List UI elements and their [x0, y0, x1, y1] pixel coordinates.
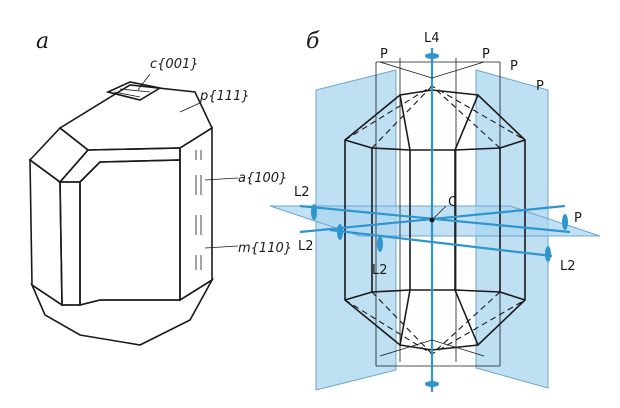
axis-l2-marker-1: [311, 204, 317, 220]
panel-a: a c{001} p{111} a{100}: [28, 29, 292, 346]
label-face-p: p{111}: [199, 89, 250, 104]
leader-m: [204, 245, 239, 249]
label-l2-right: L2: [560, 259, 576, 274]
label-plane-p4: P: [536, 79, 544, 94]
leader-c: [137, 73, 151, 91]
face-p-front-band: [58, 147, 181, 183]
face-a-left: [29, 158, 63, 307]
label-plane-p1: P: [380, 47, 388, 62]
face-a-right-marks: [195, 150, 202, 270]
leader-a: [204, 177, 239, 181]
axis-l4-top-marker: [425, 53, 439, 59]
panel-a-letter: a: [36, 29, 49, 54]
label-plane-p-right: P: [574, 211, 582, 226]
axis-l2-marker-2: [337, 224, 343, 240]
label-plane-p3: P: [510, 59, 518, 74]
panel-b: б: [269, 29, 601, 392]
leader-p: [179, 102, 201, 113]
label-l2-mid: L2: [372, 263, 388, 278]
mirror-plane-edges-horizontal: [376, 61, 500, 367]
label-face-c: c{001}: [150, 57, 199, 72]
pyramid-faces-bottom: [30, 277, 215, 346]
crystal-side-edges: [371, 148, 501, 292]
leader-center: [433, 205, 447, 219]
axis-l2-marker-3: [377, 236, 383, 252]
label-l2-left-bottom: L2: [298, 239, 314, 254]
center-point: [429, 217, 435, 223]
label-face-m: m{110}: [238, 241, 292, 256]
face-c-striations: [113, 88, 151, 98]
crystal-drawing-a: [28, 81, 215, 346]
axis-l2-marker-4: [545, 246, 551, 262]
axis-l4-bottom-marker: [425, 381, 439, 387]
label-l2-left-top: L2: [294, 185, 310, 200]
axis-l4-apex-lines: [379, 61, 485, 357]
face-c-top: [105, 81, 163, 101]
face-a-left-top: [28, 126, 90, 184]
face-m-edge: [59, 181, 81, 306]
label-face-a: a{100}: [238, 171, 287, 186]
axis-l2-marker-5: [562, 214, 568, 230]
face-m-front: [79, 159, 181, 307]
axis-l2-lower: [329, 228, 553, 258]
mirror-plane-horizontal: [269, 205, 601, 237]
label-plane-p2: P: [482, 47, 490, 62]
pyramid-faces-top: [58, 84, 214, 151]
panel-b-letter: б: [306, 29, 320, 54]
symmetry-planes: [269, 58, 601, 391]
label-l4: L4: [424, 31, 440, 46]
label-center: C: [448, 195, 457, 210]
